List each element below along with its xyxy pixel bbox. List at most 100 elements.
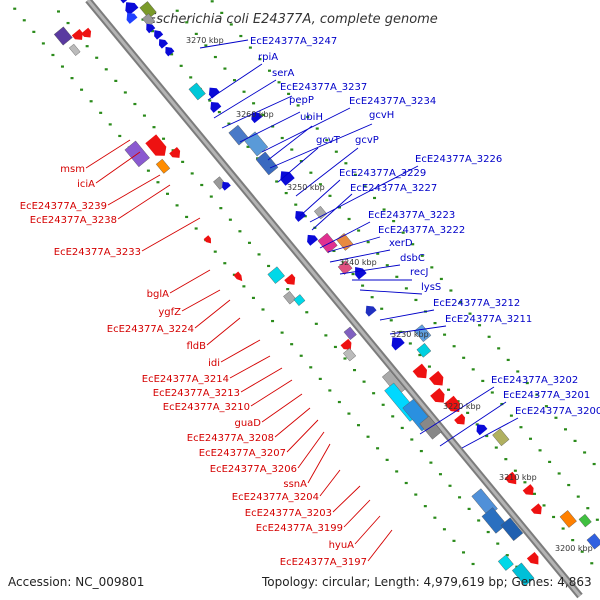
gene-label[interactable]: bglA [147, 289, 169, 300]
gene-label[interactable]: EcE24377A_3200 [515, 406, 600, 417]
gene-feature [203, 235, 212, 244]
tick-dot [419, 449, 423, 453]
gene-label[interactable]: EcE24377A_3203 [245, 508, 332, 519]
label-leader [194, 299, 231, 329]
gene-label[interactable]: EcE24377A_3208 [187, 433, 274, 444]
gene-feature [492, 428, 510, 447]
gene-label[interactable]: ubiH [300, 112, 323, 123]
gene-label[interactable]: EcE24377A_3239 [20, 201, 107, 212]
gene-label[interactable]: EcE24377A_3211 [445, 314, 532, 325]
gene-label[interactable]: EcE24377A_3224 [107, 324, 194, 335]
tick-dot [433, 516, 437, 519]
gene-feature [142, 13, 156, 27]
gene-label[interactable]: EcE24377A_3197 [280, 557, 367, 568]
gene-label[interactable]: EcE24377A_3204 [232, 492, 319, 503]
gene-arrow [165, 46, 175, 57]
gene-label[interactable]: EcE24377A_3206 [210, 464, 297, 475]
gene-label[interactable]: guaD [234, 418, 261, 429]
tick-dot [423, 505, 427, 508]
gene-label[interactable]: idi [208, 358, 220, 369]
tick-dot [223, 262, 227, 265]
tick-dot [477, 519, 481, 522]
gene-label[interactable]: xerD [389, 238, 413, 249]
tick-dot [305, 311, 309, 314]
tick-dot [337, 400, 341, 404]
gene-label[interactable]: ygfZ [158, 307, 181, 318]
gene-label[interactable]: lysS [421, 282, 441, 293]
gene-block [337, 260, 353, 275]
gene-label[interactable]: msm [60, 164, 85, 175]
tick-dot [108, 123, 112, 126]
gene-feature [208, 87, 220, 99]
tick-dot [60, 65, 64, 68]
gene-label[interactable]: EcE24377A_3199 [256, 523, 343, 534]
gene-label[interactable]: EcE24377A_3207 [199, 448, 286, 459]
tick-dot [151, 30, 155, 33]
tick-dot [351, 272, 355, 276]
gene-feature [497, 554, 514, 571]
tick-dot [356, 424, 360, 427]
tick-dot [51, 53, 55, 57]
gene-feature [578, 513, 592, 528]
gene-block [283, 291, 297, 305]
gene-label[interactable]: EcE24377A_3212 [433, 298, 520, 309]
gene-label[interactable]: serA [272, 68, 294, 79]
tick-dot [309, 366, 313, 369]
gene-label[interactable]: recJ [410, 267, 429, 278]
tick-dot [246, 145, 250, 148]
gene-label[interactable]: EcE24377A_3238 [30, 215, 117, 226]
gene-label[interactable]: EcE24377A_3223 [368, 210, 455, 221]
tick-dot [372, 392, 376, 395]
gene-label[interactable]: gcvT [316, 135, 341, 146]
gene-label[interactable]: EcE24377A_3222 [378, 225, 465, 236]
tick-dot [395, 275, 399, 278]
tick-dot [334, 150, 338, 153]
gene-label[interactable]: EcE24377A_3247 [250, 36, 337, 47]
gene-label[interactable]: gcvH [369, 110, 394, 121]
scale-label: 3250 kbp [287, 183, 325, 192]
gene-label[interactable]: EcE24377A_3237 [280, 82, 367, 93]
gene-label[interactable]: hyuA [329, 540, 355, 551]
genome-summary-text: Topology: circular; Length: 4,979,619 bp… [261, 575, 592, 589]
label-leader [332, 485, 361, 513]
gene-label[interactable]: dsbC [400, 253, 425, 264]
gene-block [142, 13, 156, 27]
tick-dot [318, 377, 322, 380]
tick-dot [56, 10, 60, 13]
gene-label[interactable]: EcE24377A_3201 [503, 390, 590, 401]
label-leader [240, 367, 283, 393]
gene-label[interactable]: fldB [186, 341, 206, 352]
gene-label[interactable]: gcvP [355, 135, 379, 146]
gene-label[interactable]: iciA [77, 179, 95, 190]
gene-label[interactable]: ssnA [283, 479, 307, 490]
tick-dot [471, 368, 475, 371]
gene-label[interactable]: EcE24377A_3226 [415, 154, 502, 165]
gene-block [267, 266, 285, 284]
gene-label[interactable]: EcE24377A_3214 [142, 374, 229, 385]
gene-label[interactable]: pepP [289, 95, 314, 106]
gene-label[interactable]: EcE24377A_3233 [54, 247, 141, 258]
tick-dot [239, 34, 243, 38]
tick-dot [219, 207, 223, 210]
gene-label[interactable]: EcE24377A_3213 [153, 388, 240, 399]
label-leader [367, 529, 393, 562]
gene-feature [283, 291, 297, 305]
gene-label[interactable]: EcE24377A_3227 [350, 183, 437, 194]
gene-feature [139, 1, 157, 19]
genome-backbone [85, 0, 583, 599]
gene-block [414, 324, 432, 343]
gene-label[interactable]: EcE24377A_3234 [349, 96, 436, 107]
gene-label[interactable]: EcE24377A_3210 [163, 402, 250, 413]
gene-label[interactable]: rpiA [258, 52, 278, 63]
tick-dot [66, 21, 70, 25]
tick-dot [299, 354, 303, 357]
gene-feature [586, 533, 600, 550]
tick-dot [400, 426, 404, 430]
gene-label[interactable]: EcE24377A_3202 [491, 375, 578, 386]
label-leader [85, 139, 131, 169]
tick-dot [185, 215, 189, 219]
map-title: Escherichia coli E24377A, complete genom… [148, 12, 438, 27]
gene-label[interactable]: EcE24377A_3229 [339, 168, 426, 179]
tick-dot [399, 330, 403, 333]
label-leader [307, 443, 331, 484]
